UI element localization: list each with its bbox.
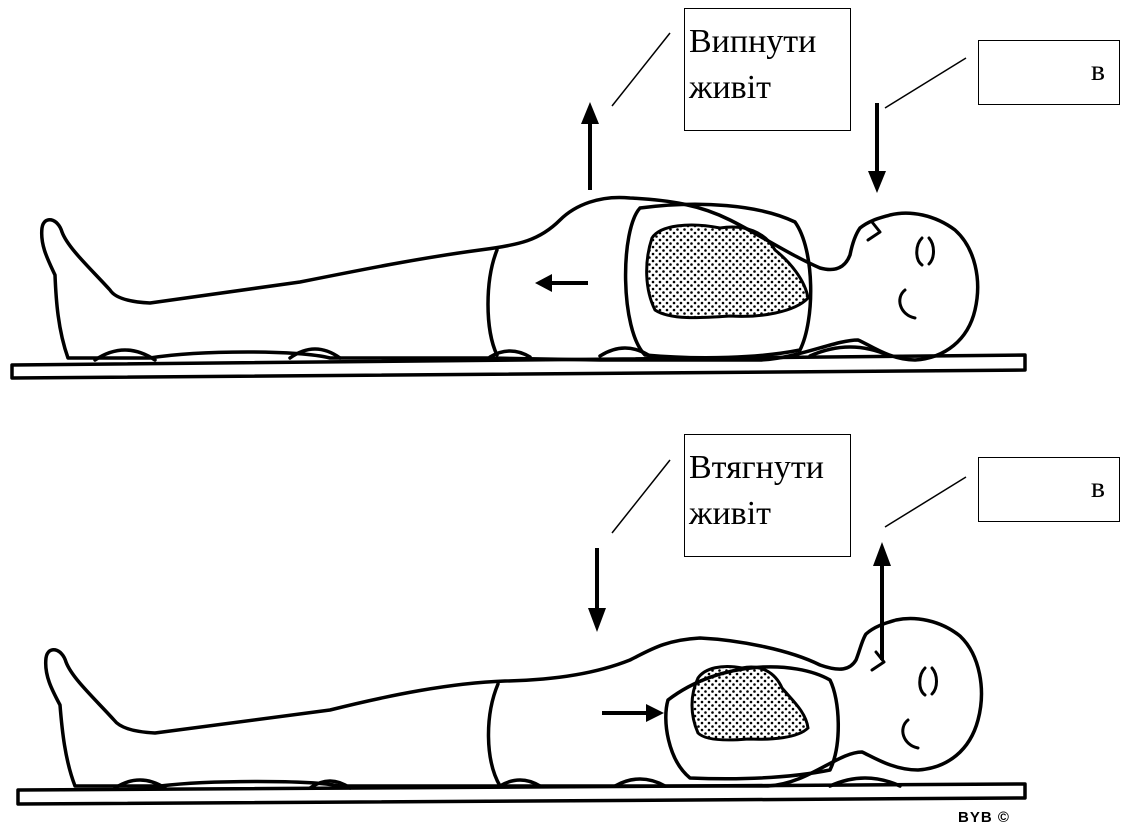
- bottom-abdomen-line: [488, 684, 500, 786]
- label-text: в: [1091, 48, 1105, 94]
- top-ear-icon: [917, 238, 922, 265]
- top-abdomen-line: [488, 250, 497, 355]
- arrow-left-icon: [535, 274, 588, 292]
- arrow-up-icon: [873, 542, 891, 660]
- top-abdomen-label: Випнути живіт: [684, 8, 851, 131]
- top-nose: [868, 222, 880, 240]
- top-mouth-leader: [885, 58, 966, 108]
- lung-icon: [692, 666, 808, 739]
- top-body-outline: [42, 197, 978, 360]
- label-line: живіт: [689, 491, 850, 537]
- signature: BYB ©: [958, 809, 1010, 826]
- top-ear-icon: [929, 238, 934, 264]
- bottom-abdomen-label: Втягнути живіт: [684, 434, 851, 557]
- arrow-down-icon: [588, 548, 606, 632]
- top-abdomen-leader: [612, 33, 670, 106]
- bottom-ear-icon: [920, 668, 925, 695]
- top-panel: [12, 197, 1025, 378]
- bottom-mouth-leader: [885, 477, 966, 527]
- top-jaw-line: [900, 290, 915, 318]
- bottom-abdomen-leader: [612, 460, 670, 533]
- bottom-mouth-label: в: [978, 457, 1120, 522]
- arrow-right-icon: [602, 704, 664, 722]
- bottom-jaw-line: [903, 720, 918, 748]
- top-mouth-label: в: [978, 40, 1120, 105]
- bottom-ear-icon: [932, 668, 937, 694]
- lung-icon: [647, 225, 808, 318]
- label-line: живіт: [689, 65, 850, 111]
- arrow-down-icon: [868, 103, 886, 193]
- label-line: Випнути: [689, 19, 850, 65]
- label-text: в: [1091, 465, 1105, 511]
- label-line: Втягнути: [689, 445, 850, 491]
- arrow-up-icon: [581, 102, 599, 190]
- bottom-body-outline: [46, 619, 982, 786]
- bottom-panel: [18, 619, 1025, 804]
